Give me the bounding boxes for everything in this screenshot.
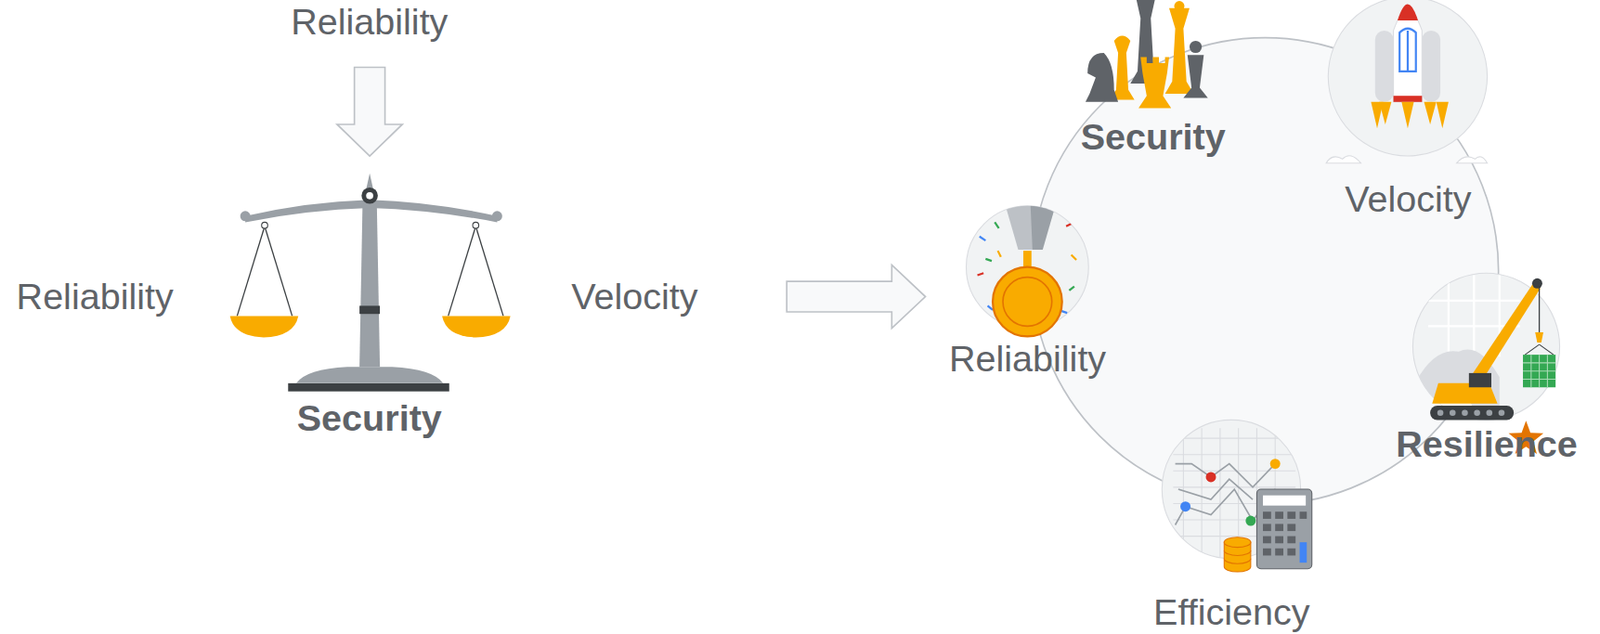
medal-icon [965, 204, 1544, 455]
down-arrow [337, 66, 403, 157]
rocket-icon [1326, 0, 1487, 164]
node-label: Reliability [949, 340, 1106, 378]
node-label: Resilience [1395, 426, 1578, 464]
finance-icon [1161, 419, 1312, 573]
chess-label: Security [1080, 119, 1226, 157]
top-label: Reliability [290, 3, 448, 41]
node-label: Efficiency [1153, 595, 1311, 633]
scale-label: Security [297, 400, 443, 438]
left-label: Reliability [16, 278, 174, 316]
resilience-icon-node: Resilience [1391, 273, 1582, 467]
efficiency-icon-node: Efficiency [1149, 420, 1314, 634]
chess-icon [1085, 0, 1209, 108]
node-label: Velocity [1344, 182, 1471, 220]
balance-scale [230, 173, 511, 392]
right-arrow [786, 264, 925, 328]
reliability-icon-node: Reliability [945, 206, 1110, 382]
velocity-icon-node: Velocity [1328, 0, 1488, 222]
right-label: Velocity [571, 278, 698, 316]
crane-icon [1412, 273, 1560, 420]
